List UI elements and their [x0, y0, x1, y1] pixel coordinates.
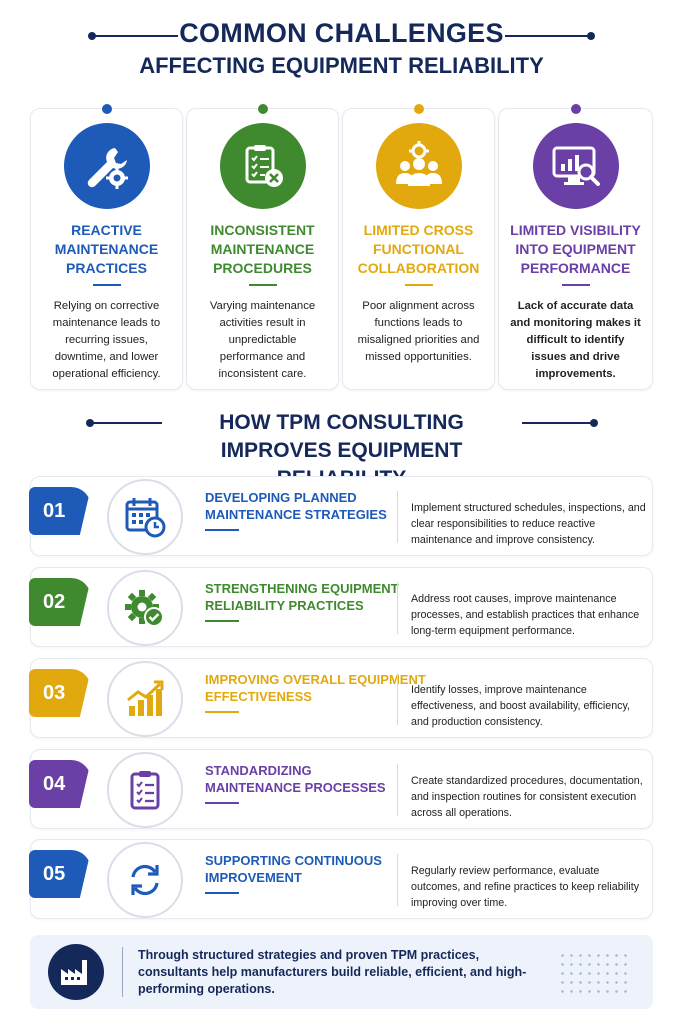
challenge-description: Poor alignment across functions leads to…: [357, 300, 480, 363]
factory-icon: [61, 960, 87, 985]
step-number-badge: 04: [29, 760, 91, 808]
improvement-row-05: 05 SUPPORTING CONTINUOUS IMPROVEMENT Reg…: [29, 839, 653, 919]
step-icon-circle: [107, 479, 183, 555]
challenge-icon-circle: [219, 123, 306, 209]
challenge-underline: [404, 284, 433, 286]
step-underline: [205, 620, 239, 622]
challenge-description: Lack of accurate data and monitoring mak…: [510, 300, 641, 380]
step-description: Create standardized procedures, document…: [411, 775, 643, 819]
gear-check-icon: [125, 590, 164, 627]
challenge-card-collaboration: LIMITED CROSS FUNCTIONAL COLLABORATION P…: [342, 104, 495, 390]
step-underline: [205, 892, 239, 894]
footer-banner: Through structured strategies and proven…: [30, 935, 653, 1009]
challenge-underline: [92, 284, 121, 286]
cycle-arrows-icon: [131, 864, 159, 896]
challenge-icon-circle: [63, 123, 150, 209]
step-icon-circle: [107, 752, 183, 828]
step-underline: [205, 529, 239, 531]
footer-icon-circle: [48, 944, 104, 1000]
challenge-title: INCONSISTENT MAINTENANCE PROCEDURES: [210, 222, 315, 276]
challenge-description: Relying on corrective maintenance leads …: [52, 300, 161, 380]
section-decoration-left: [86, 419, 162, 427]
step-icon-circle: [107, 661, 183, 737]
page-title-line1: COMMON CHALLENGES: [179, 18, 504, 48]
growth-chart-icon: [127, 680, 164, 716]
challenge-card-visibility: LIMITED VISIBILITY INTO EQUIPMENT PERFOR…: [498, 104, 653, 390]
wrench-gear-icon: [87, 148, 128, 189]
footer-text: Through structured strategies and proven…: [138, 948, 527, 996]
card-dot: [257, 104, 268, 114]
clipboard-x-icon: [245, 145, 283, 187]
card-dot: [570, 104, 581, 114]
title-decoration-left: [88, 32, 178, 40]
step-divider: [397, 582, 398, 634]
step-title: STRENGTHENING EQUIPMENT RELIABILITY PRAC…: [205, 581, 399, 613]
improvement-row-01: 01 DEVELOPING PLANNED MAINTENANCE STRATE…: [29, 476, 653, 556]
challenge-title: LIMITED VISIBILITY INTO EQUIPMENT PERFOR…: [510, 222, 641, 276]
monitor-search-icon: [552, 146, 600, 186]
step-title: IMPROVING OVERALL EQUIPMENT EFFECTIVENES…: [205, 672, 426, 704]
step-title: STANDARDIZING MAINTENANCE PROCESSES: [205, 763, 386, 795]
dot-pattern: [558, 951, 630, 993]
step-title: DEVELOPING PLANNED MAINTENANCE STRATEGIE…: [205, 490, 387, 522]
challenge-card-inconsistent: INCONSISTENT MAINTENANCE PROCEDURES Vary…: [186, 104, 339, 390]
step-divider: [397, 673, 398, 725]
page-title-line2: AFFECTING EQUIPMENT RELIABILITY: [139, 53, 544, 78]
challenge-underline: [561, 284, 590, 286]
challenge-title: LIMITED CROSS FUNCTIONAL COLLABORATION: [357, 222, 480, 276]
step-number-badge: 05: [29, 850, 91, 898]
step-underline: [205, 711, 239, 713]
card-dot: [101, 104, 112, 114]
step-description: Implement structured schedules, inspecti…: [411, 502, 646, 546]
title-decoration-right: [505, 32, 595, 40]
step-divider: [397, 854, 398, 906]
team-gear-icon: [395, 141, 442, 186]
challenge-underline: [248, 284, 277, 286]
step-number-badge: 02: [29, 578, 91, 626]
step-underline: [205, 802, 239, 804]
step-description: Address root causes, improve maintenance…: [411, 593, 640, 637]
step-icon-circle: [107, 570, 183, 646]
step-title: SUPPORTING CONTINUOUS IMPROVEMENT: [205, 853, 382, 885]
challenges-section: REACTIVE MAINTENANCE PRACTICES Relying o…: [30, 104, 653, 390]
section-decoration-right: [522, 419, 598, 427]
improvement-row-02: 02 STRENGTHENING EQUIPMENT RELIABILITY P…: [29, 567, 653, 647]
checklist-icon: [130, 771, 160, 810]
page-title: COMMON CHALLENGES AFFECTING EQUIPMENT RE…: [0, 16, 683, 81]
challenge-card-reactive: REACTIVE MAINTENANCE PRACTICES Relying o…: [30, 104, 183, 390]
step-number-badge: 03: [29, 669, 91, 717]
challenge-title: REACTIVE MAINTENANCE PRACTICES: [54, 222, 159, 276]
improvement-row-04: 04 STANDARDIZING MAINTENANCE PROCESSES C…: [29, 749, 653, 829]
step-icon-circle: [107, 842, 183, 918]
calendar-clock-icon: [125, 498, 166, 538]
challenge-icon-circle: [532, 123, 619, 209]
footer-divider: [122, 947, 123, 997]
challenge-description: Varying maintenance activities result in…: [209, 300, 316, 380]
step-description: Regularly review performance, evaluate o…: [411, 865, 640, 909]
challenge-icon-circle: [375, 123, 462, 209]
step-number-badge: 01: [29, 487, 91, 535]
step-divider: [397, 764, 398, 816]
improvement-row-03: 03 IMPROVING OVERALL EQUIPMENT EFFECTIVE…: [29, 658, 653, 738]
step-description: Identify losses, improve maintenance eff…: [411, 684, 631, 728]
step-divider: [397, 491, 398, 543]
card-dot: [413, 104, 424, 114]
